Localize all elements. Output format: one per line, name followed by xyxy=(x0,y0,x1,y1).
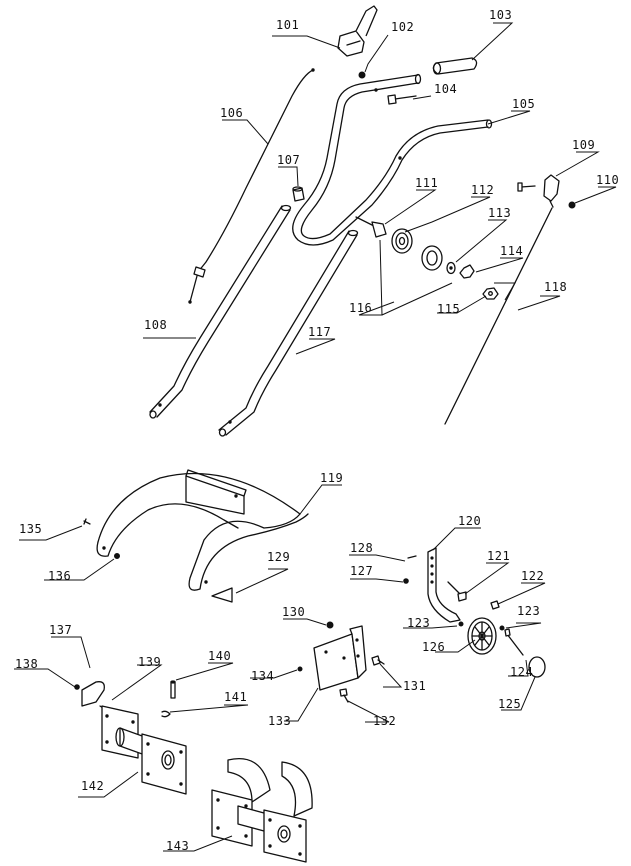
part-135-screw xyxy=(83,518,91,525)
part-123-washer-right xyxy=(499,625,505,631)
label-131: 131 xyxy=(403,679,427,693)
part-130-nut xyxy=(326,621,334,629)
part-126-wheel xyxy=(467,617,497,655)
label-140: 140 xyxy=(208,649,232,663)
part-114-nut xyxy=(459,264,475,279)
part-137-clip xyxy=(81,681,105,707)
leader-lines xyxy=(14,22,617,852)
label-134: 134 xyxy=(251,669,275,683)
label-138: 138 xyxy=(15,657,39,671)
label-106: 106 xyxy=(220,106,244,120)
label-135: 135 xyxy=(19,522,43,536)
label-111: 111 xyxy=(415,176,439,190)
part-140-pin xyxy=(170,680,176,699)
label-128: 128 xyxy=(350,541,374,555)
label-126: 126 xyxy=(422,640,446,654)
label-112: 112 xyxy=(471,183,495,197)
part-129-label xyxy=(211,587,233,603)
part-103-grip xyxy=(432,57,478,75)
label-139: 139 xyxy=(138,655,162,669)
label-115: 115 xyxy=(437,302,461,316)
part-125-cap xyxy=(528,656,546,678)
label-116: 116 xyxy=(349,301,373,315)
label-127: 127 xyxy=(350,564,374,578)
label-136: 136 xyxy=(48,569,72,583)
part-122-spacer xyxy=(490,600,500,610)
part-136-nut xyxy=(114,553,120,559)
part-123-washer xyxy=(458,621,464,627)
label-117: 117 xyxy=(308,325,332,339)
label-102: 102 xyxy=(391,20,415,34)
label-142: 142 xyxy=(81,779,105,793)
label-133: 133 xyxy=(268,714,292,728)
part-141-clip xyxy=(161,710,171,718)
label-109: 109 xyxy=(572,138,596,152)
label-110: 110 xyxy=(596,173,620,187)
label-107: 107 xyxy=(277,153,301,167)
part-115-nut xyxy=(482,287,499,300)
label-120: 120 xyxy=(458,514,482,528)
label-118: 118 xyxy=(544,280,568,294)
part-120-wheel-bracket xyxy=(427,547,461,623)
part-102-nut xyxy=(358,71,366,79)
part-131-bolt xyxy=(371,655,385,666)
part-113-washer xyxy=(446,261,456,275)
part-106-throttle-cable xyxy=(188,68,315,304)
label-137: 137 xyxy=(49,623,73,637)
label-105: 105 xyxy=(512,97,536,111)
label-119: 119 xyxy=(320,471,344,485)
label-130: 130 xyxy=(282,605,306,619)
part-107-sleeve xyxy=(292,186,305,202)
part-138-nut xyxy=(74,684,80,690)
part-118-clutch-rod xyxy=(444,207,553,425)
label-125: 125 xyxy=(498,697,522,711)
part-133-bracket-plate xyxy=(313,625,367,691)
label-121: 121 xyxy=(487,549,511,563)
part-110-nut xyxy=(568,201,576,209)
label-141: 141 xyxy=(224,690,248,704)
part-134-nut xyxy=(297,666,303,672)
part-142-tine-shaft xyxy=(101,705,187,795)
part-112-knob xyxy=(391,228,443,271)
label-104: 104 xyxy=(434,82,458,96)
label-108: 108 xyxy=(144,318,168,332)
part-132-bolt xyxy=(339,688,349,703)
part-127-nut xyxy=(403,578,409,584)
label-123-right: 123 xyxy=(517,604,541,618)
label-101: 101 xyxy=(276,18,300,32)
label-113: 113 xyxy=(488,206,512,220)
part-109-clutch-lever xyxy=(517,174,560,208)
label-103: 103 xyxy=(489,8,513,22)
part-119-fender xyxy=(96,469,309,591)
label-123-left: 123 xyxy=(407,616,431,630)
part-121-bolt xyxy=(447,581,467,602)
label-114: 114 xyxy=(500,244,524,258)
part-124-axle xyxy=(504,628,524,656)
part-111-screw xyxy=(355,216,387,238)
label-129: 129 xyxy=(267,550,291,564)
part-101-throttle-lever xyxy=(337,5,378,57)
part-104-bolt xyxy=(387,94,417,105)
part-117-lower-right-handle xyxy=(218,229,359,437)
label-143: 143 xyxy=(166,839,190,853)
part-105-upper-handle xyxy=(292,73,493,246)
label-132: 132 xyxy=(373,714,397,728)
part-108-lower-left-handle xyxy=(149,204,292,419)
label-124: 124 xyxy=(510,665,534,679)
label-122: 122 xyxy=(521,569,545,583)
part-143-tine-assembly xyxy=(211,758,313,863)
part-128-pin xyxy=(407,555,417,559)
